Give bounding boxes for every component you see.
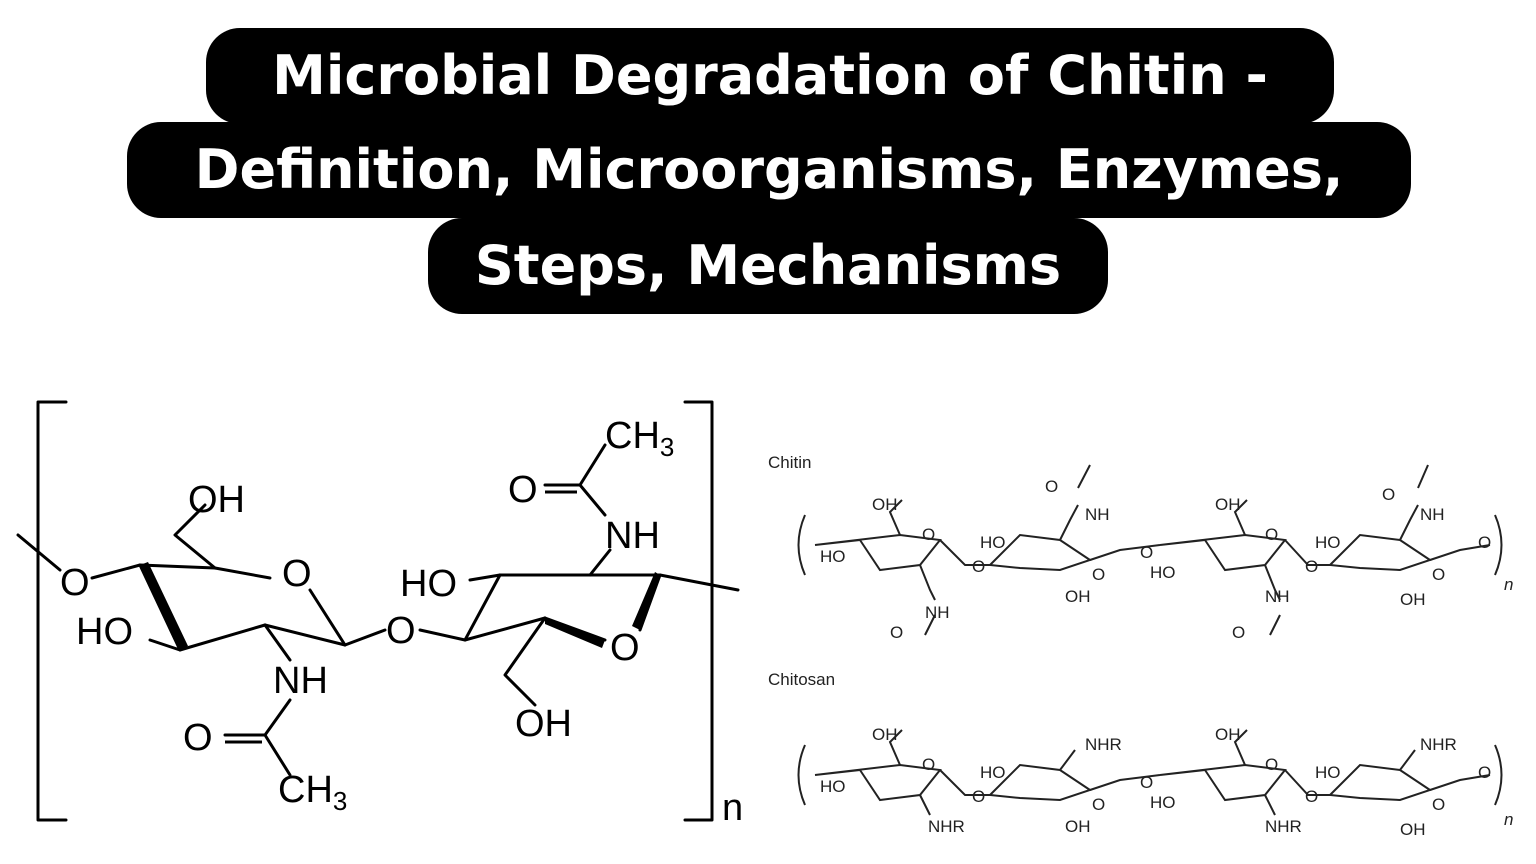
chitin-ho-4: HO: [1315, 533, 1341, 552]
ho-left-label: HO: [76, 611, 133, 653]
bridge-oxygen-label: O: [386, 610, 416, 652]
ho-right-label: HO: [400, 563, 457, 605]
left-link-oxygen-label: O: [60, 562, 90, 604]
chitin-o-link-3: O: [1305, 557, 1318, 576]
ring-oxygen-2-label: O: [610, 627, 640, 669]
chitin-oh-1: OH: [872, 495, 898, 514]
title-banner: Microbial Degradation of Chitin - Defini…: [0, 0, 1536, 340]
chitosan-n: n: [1504, 810, 1513, 829]
repeat-n-label: n: [722, 787, 743, 829]
chitin-atom-labels: OH O HO NH O O HO NH O O OH O OH O HO NH…: [820, 477, 1513, 642]
chitosan-nhr-1: NHR: [928, 817, 965, 836]
oh-bottom-label: OH: [515, 703, 572, 745]
chitin-o-carbonyl-2: O: [1045, 477, 1058, 496]
title-line-3: Steps, Mechanisms: [428, 218, 1108, 314]
chitin-o-carbonyl-3: O: [1232, 623, 1245, 642]
chitin-ho-2: HO: [980, 533, 1006, 552]
chitin-o-carbonyl-4: O: [1382, 485, 1395, 504]
chitosan-o-ring-2: O: [1092, 795, 1105, 814]
chitin-chitosan-chains: Chitin Chitosan OH O HO NH O O HO NH O O: [768, 453, 1513, 839]
chitosan-nhr-3: NHR: [1265, 817, 1302, 836]
ch3-right-label: CH3: [605, 415, 674, 462]
chitosan-oh-1: OH: [872, 725, 898, 744]
chitosan-o-ring-3: O: [1265, 755, 1278, 774]
chitin-ho-3: HO: [1150, 563, 1176, 582]
ch3-left-label: CH3: [278, 769, 347, 816]
title-line-2: Definition, Microorganisms, Enzymes,: [127, 122, 1411, 218]
carbonyl-oxygen-left-label: O: [183, 717, 213, 759]
chitin-nh-3: NH: [1265, 587, 1290, 606]
oh-top-label: OH: [188, 479, 245, 521]
chitin-ho-1: HO: [820, 547, 846, 566]
chitin-o-carbonyl-1: O: [890, 623, 903, 642]
chitin-oh-3: OH: [1215, 495, 1241, 514]
chitosan-label: Chitosan: [768, 670, 835, 689]
chitosan-o-link-1: O: [972, 787, 985, 806]
chitosan-o-ring-1: O: [922, 755, 935, 774]
nh-right-label: NH: [605, 515, 660, 557]
chitosan-chain: [797, 729, 1503, 816]
chitin-o-link-2: O: [1140, 543, 1153, 562]
chitin-o-link-1: O: [972, 557, 985, 576]
chitin-o-ring-3: O: [1265, 525, 1278, 544]
chitosan-o-link-2: O: [1140, 773, 1153, 792]
chitin-chain: [797, 464, 1503, 636]
chitin-nh-4: NH: [1420, 505, 1445, 524]
chitosan-oh-3: OH: [1215, 725, 1241, 744]
chitosan-o-link-3: O: [1305, 787, 1318, 806]
chitin-o-ring-4: O: [1432, 565, 1445, 584]
chitin-label: Chitin: [768, 453, 811, 472]
chitosan-ho-1: HO: [820, 777, 846, 796]
chitin-nh-2: NH: [1085, 505, 1110, 524]
chitin-o-end: O: [1478, 533, 1491, 552]
chitin-nh-1: NH: [925, 603, 950, 622]
chitin-o-ring-2: O: [1092, 565, 1105, 584]
chitosan-nhr-2: NHR: [1085, 735, 1122, 754]
chitin-structure-large: OH O O HO NH O CH3 O HO O OH NH O CH3 n: [16, 400, 743, 829]
chitosan-ho-4: HO: [1315, 763, 1341, 782]
ring-oxygen-1-label: O: [282, 553, 312, 595]
chitin-o-ring-1: O: [922, 525, 935, 544]
nh-left-label: NH: [273, 660, 328, 702]
chitosan-ho-3: HO: [1150, 793, 1176, 812]
chitosan-o-end: O: [1478, 763, 1491, 782]
chitin-n: n: [1504, 575, 1513, 594]
carbonyl-oxygen-right-label: O: [508, 469, 538, 511]
chitosan-ho-2: HO: [980, 763, 1006, 782]
chitosan-oh-4: OH: [1400, 820, 1426, 839]
title-line-1: Microbial Degradation of Chitin -: [206, 28, 1334, 124]
chitosan-o-ring-4: O: [1432, 795, 1445, 814]
chitosan-oh-2: OH: [1065, 817, 1091, 836]
chitin-oh-4: OH: [1400, 590, 1426, 609]
chitin-oh-2: OH: [1065, 587, 1091, 606]
chitosan-nhr-4: NHR: [1420, 735, 1457, 754]
chitosan-atom-labels: OH O HO NHR O HO NHR O OH O OH O HO NHR …: [820, 725, 1513, 839]
